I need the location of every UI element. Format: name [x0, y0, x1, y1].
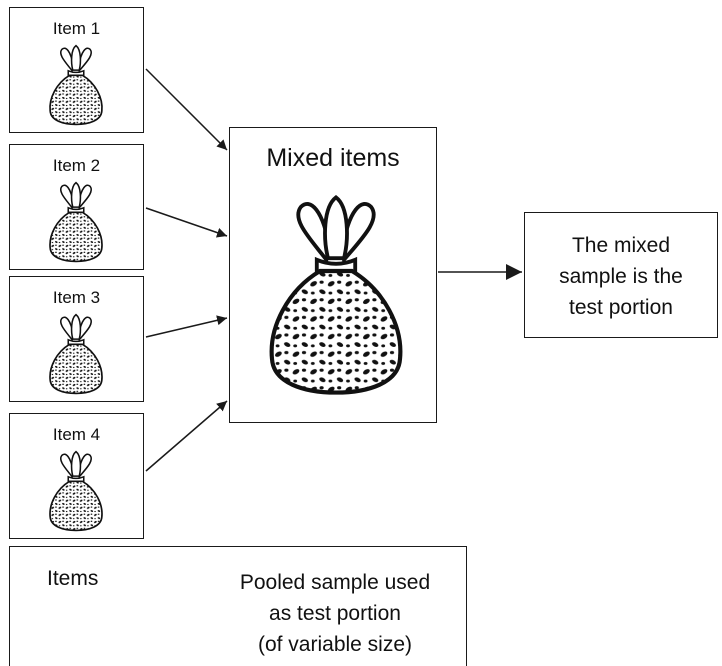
legend-box: Items Pooled sample used as test portion… [9, 546, 467, 666]
result-box: The mixed sample is the test portion [524, 212, 718, 338]
item-box-4: Item 4 [9, 413, 144, 539]
item-label-4: Item 4 [52, 425, 101, 444]
item-label-3: Item 3 [52, 288, 101, 307]
mixed-items-box: Mixed items [229, 127, 437, 423]
item-box-3: Item 3 [9, 276, 144, 402]
legend-pooled-text: Pooled sample used as test portion (of v… [205, 567, 465, 660]
mixed-items-title: Mixed items [266, 144, 400, 172]
arrow-item2-to-mixed [145, 207, 228, 238]
item-box-1: Item 1 [9, 7, 144, 133]
legend-pooled-line-3: (of variable size) [257, 633, 413, 656]
item-label-1: Item 1 [52, 19, 101, 38]
result-line-3: test portion [569, 296, 673, 319]
legend-pooled-line-1: Pooled sample used [239, 571, 431, 594]
item-box-2: Item 2 [9, 144, 144, 270]
arrow-item1-to-mixed [145, 68, 228, 151]
legend-items-label: Items [47, 567, 99, 590]
result-line-1: The mixed [571, 234, 671, 257]
result-line-2: sample is the [559, 265, 683, 288]
result-text: The mixed sample is the test portion [525, 230, 717, 323]
arrow-item4-to-mixed [145, 400, 228, 472]
arrow-item3-to-mixed [145, 315, 228, 338]
item-label-2: Item 2 [52, 156, 101, 175]
legend-pooled-line-2: as test portion [269, 602, 401, 625]
